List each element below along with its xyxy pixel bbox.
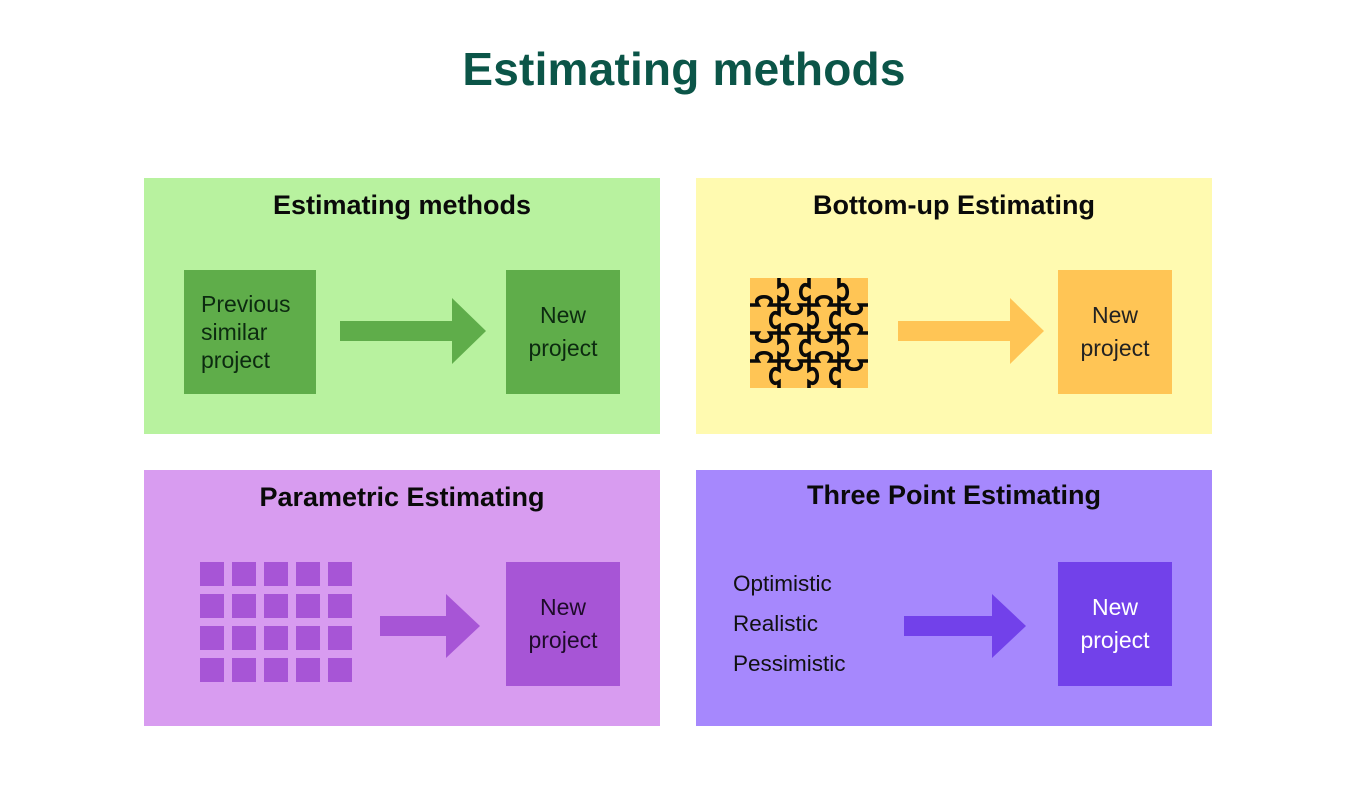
grid-square: [264, 626, 288, 650]
new-project-box: New project: [1058, 270, 1172, 394]
target-label-line: New: [1091, 301, 1138, 328]
arrow-right-icon: [898, 298, 1044, 364]
grid-square: [328, 594, 352, 618]
grid-square: [264, 594, 288, 618]
grid-square: [232, 562, 256, 586]
arrow-right-icon: [340, 298, 486, 364]
grid-square: [200, 594, 224, 618]
grid-square: [200, 562, 224, 586]
panel-bottom-up-estimating: Bottom-up Estimating New project: [696, 178, 1212, 434]
panel-estimating-methods: Estimating methods Previous similar proj…: [144, 178, 660, 434]
source-label-line: similar: [201, 318, 268, 345]
puzzle-pattern-icon: [750, 278, 868, 388]
source-label-line: Previous: [201, 290, 291, 317]
page-title: Estimating methods: [462, 43, 906, 95]
grid-square: [296, 658, 320, 682]
panel-title: Parametric Estimating: [259, 482, 545, 512]
grid-square: [328, 626, 352, 650]
grid-square: [296, 594, 320, 618]
arrow-right-icon: [904, 594, 1026, 658]
grid-square: [232, 594, 256, 618]
new-project-box: New project: [506, 562, 620, 686]
arrow-right-icon: [380, 594, 480, 658]
grid-square: [296, 626, 320, 650]
grid-square: [200, 658, 224, 682]
target-label-line: New: [1091, 593, 1138, 620]
target-label-line: New: [539, 301, 586, 328]
estimate-points-list: Optimistic Realistic Pessimistic: [733, 564, 846, 684]
target-label-line: project: [528, 335, 598, 361]
grid-square: [328, 658, 352, 682]
panel-title: Bottom-up Estimating: [813, 190, 1095, 220]
panel-title: Three Point Estimating: [806, 480, 1102, 510]
point-optimistic: Optimistic: [733, 571, 832, 596]
target-label-line: project: [1080, 627, 1150, 653]
point-pessimistic: Pessimistic: [733, 651, 846, 676]
grid-square: [264, 658, 288, 682]
panel-three-point-estimating: Three Point Estimating Optimistic Realis…: [696, 470, 1212, 726]
point-realistic: Realistic: [733, 611, 819, 636]
grid-square: [200, 626, 224, 650]
grid-square: [296, 562, 320, 586]
target-label-line: New: [539, 593, 586, 620]
previous-project-box: Previous similar project: [184, 270, 316, 394]
target-label-line: project: [1080, 335, 1150, 361]
panel-title: Estimating methods: [272, 190, 532, 220]
grid-square: [264, 562, 288, 586]
grid-square: [232, 658, 256, 682]
panel-parametric-estimating: Parametric Estimating New project: [144, 470, 660, 726]
target-label-line: project: [528, 627, 598, 653]
grid-square: [232, 626, 256, 650]
grid-square: [328, 562, 352, 586]
new-project-box: New project: [506, 270, 620, 394]
source-label-line: project: [201, 347, 271, 374]
new-project-box: New project: [1058, 562, 1172, 686]
